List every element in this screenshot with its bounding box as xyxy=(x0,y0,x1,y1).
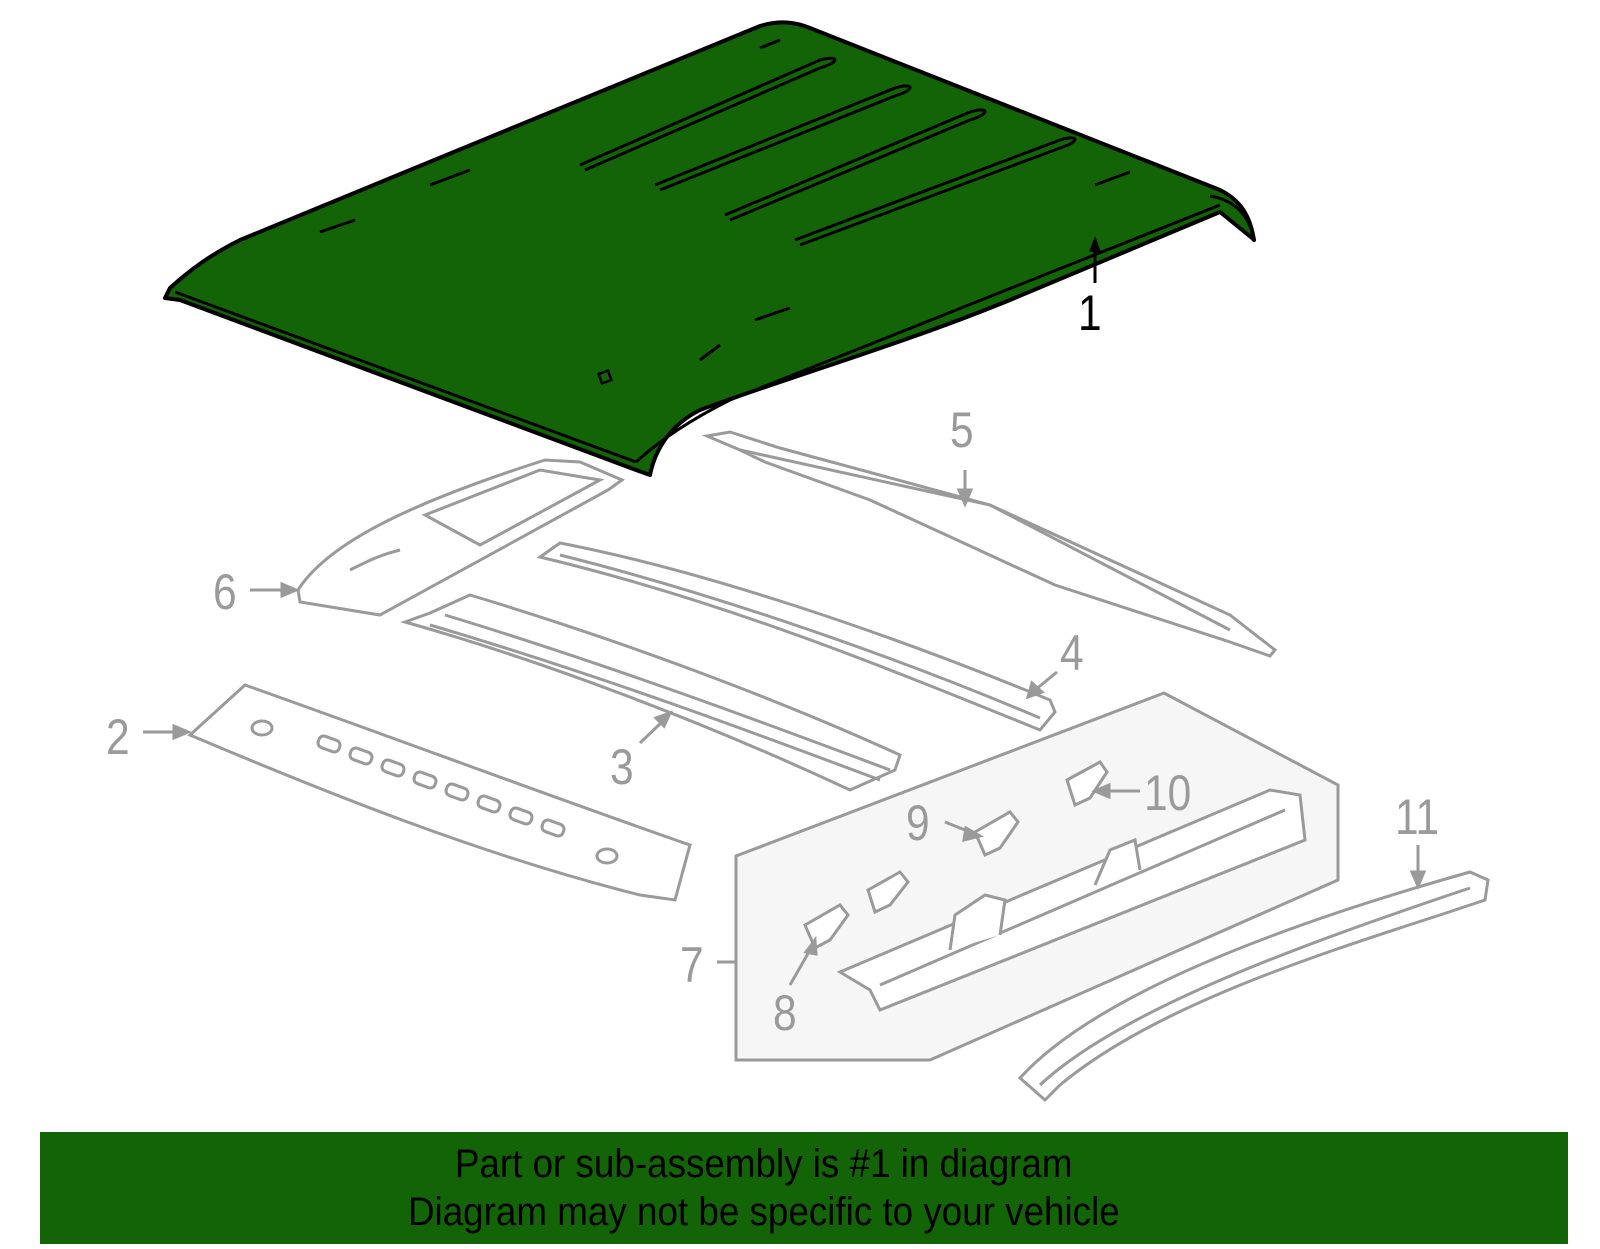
banner-line-2: Diagram may not be specific to your vehi… xyxy=(408,1190,1120,1234)
front-header-part-2[interactable] xyxy=(143,683,692,902)
bracket-part-9[interactable] xyxy=(944,810,1020,858)
callout-7[interactable]: 7 xyxy=(680,937,704,993)
roof-panel-part-1[interactable] xyxy=(163,20,1256,477)
callout-4[interactable]: 4 xyxy=(1060,625,1084,681)
bracket-part-unlabeled[interactable] xyxy=(866,870,910,915)
callout-3[interactable]: 3 xyxy=(610,739,634,795)
roof-bow-part-4[interactable] xyxy=(536,541,1058,732)
bracket-part-10[interactable] xyxy=(1065,760,1140,808)
callout-5[interactable]: 5 xyxy=(950,402,974,458)
callout-1[interactable]: 1 xyxy=(1078,285,1102,341)
info-banner: Part or sub-assembly is #1 in diagram Di… xyxy=(40,1132,1568,1244)
callout-11[interactable]: 11 xyxy=(1395,789,1440,845)
rear-header-part-5[interactable] xyxy=(701,430,1278,658)
callout-9[interactable]: 9 xyxy=(906,795,930,851)
bracket-part-8[interactable] xyxy=(788,903,850,986)
rear-header-panel-part-6[interactable] xyxy=(250,458,626,617)
callout-8[interactable]: 8 xyxy=(773,985,797,1041)
callout-2[interactable]: 2 xyxy=(106,709,130,765)
side-rail-outer-part-11[interactable] xyxy=(1017,845,1490,1103)
side-rail-inner-part-7[interactable] xyxy=(717,788,1307,1012)
callout-10[interactable]: 10 xyxy=(1144,765,1192,821)
banner-line-1: Part or sub-assembly is #1 in diagram xyxy=(455,1142,1073,1186)
roof-bow-part-3[interactable] xyxy=(400,593,902,792)
callout-6[interactable]: 6 xyxy=(213,564,237,620)
